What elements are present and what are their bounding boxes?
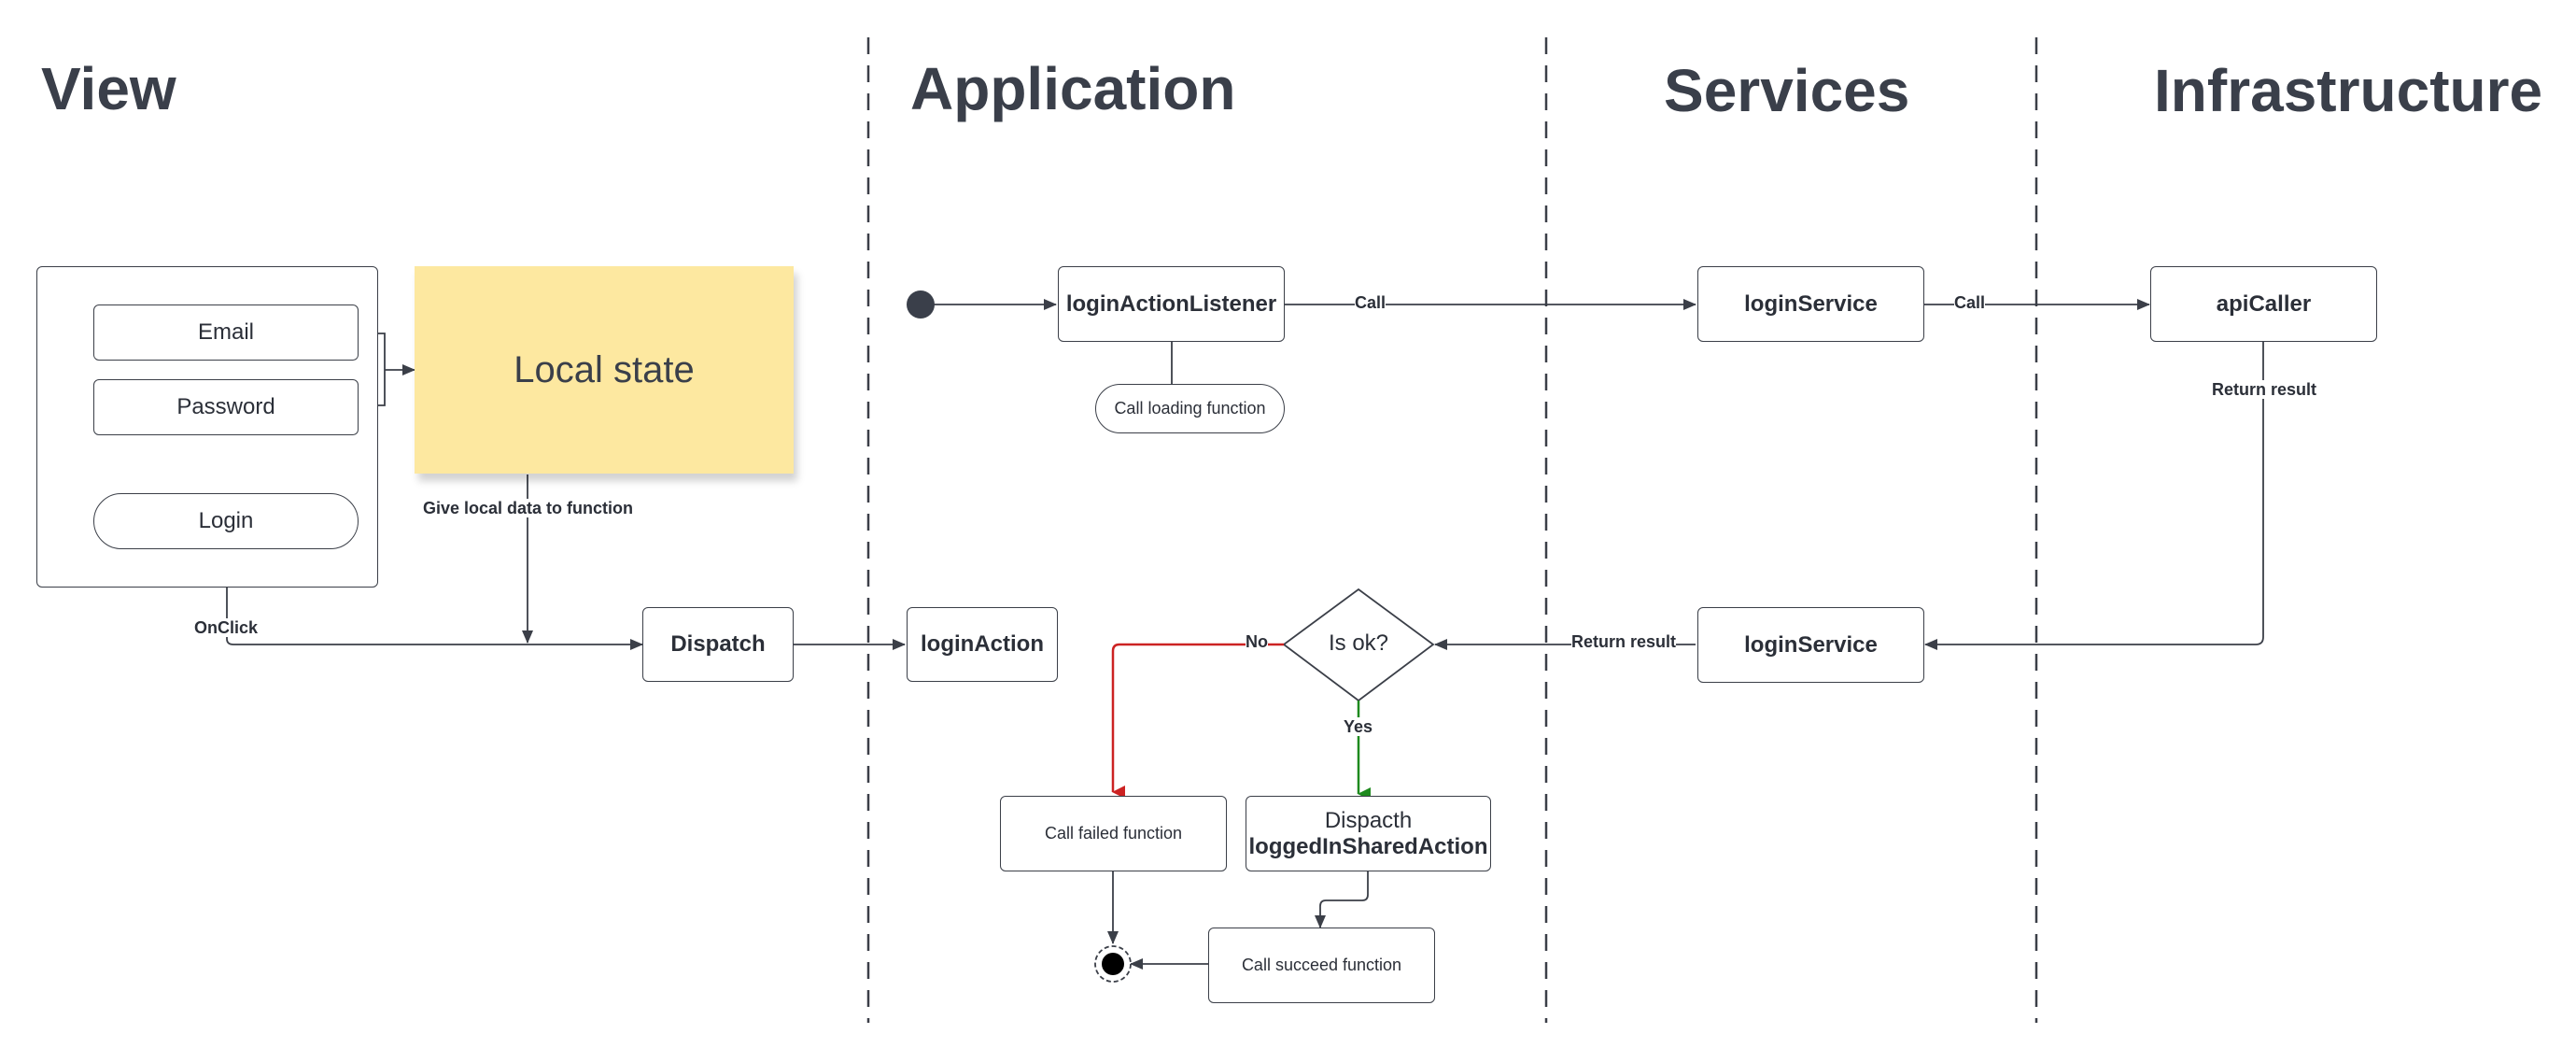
login-action-box: loginAction xyxy=(907,607,1058,682)
email-field: Email xyxy=(93,304,359,361)
call-succeed-box: Call succeed function xyxy=(1208,928,1435,1003)
dispatch-box: Dispatch xyxy=(642,607,794,682)
no-label: No xyxy=(1246,632,1268,651)
api-caller-box: apiCaller xyxy=(2150,266,2377,342)
call-failed-box: Call failed function xyxy=(1000,796,1227,871)
dispatch-logged-in-line1: Dispacth xyxy=(1324,807,1413,833)
onclick-label: OnClick xyxy=(194,618,259,637)
login-button: Login xyxy=(93,493,359,549)
login-action-listener-box: loginActionListener xyxy=(1058,266,1285,342)
call-loading-pill: Call loading function xyxy=(1095,384,1285,433)
call-label-1: Call xyxy=(1355,293,1387,312)
start-node xyxy=(907,290,935,319)
lane-title-infrastructure: Infrastructure xyxy=(2154,57,2543,124)
dispatch-logged-in-box: Dispacth loggedInSharedAction xyxy=(1246,796,1491,871)
give-local-data-label: Give local data to function xyxy=(423,499,634,517)
login-service-top-box: loginService xyxy=(1697,266,1924,342)
call-label-2: Call xyxy=(1954,293,1986,312)
lane-title-view: View xyxy=(41,55,176,122)
api-to-service-line xyxy=(1924,341,2264,650)
end-node-dot xyxy=(1102,953,1124,975)
return-result-label-services: Return result xyxy=(1571,632,1677,651)
lane-title-services: Services xyxy=(1664,57,1910,124)
dispatch-to-succeed-line xyxy=(1315,871,1369,928)
local-state-note: Local state xyxy=(415,266,794,474)
no-branch-line xyxy=(1111,643,1284,799)
yes-label: Yes xyxy=(1344,717,1373,736)
return-result-label-infra: Return result xyxy=(2212,380,2317,399)
decision-label: Is ok? xyxy=(1328,630,1389,656)
password-field: Password xyxy=(93,379,359,435)
dispatch-logged-in-line2: loggedInSharedAction xyxy=(1248,833,1488,859)
login-to-dispatch-line xyxy=(226,551,643,650)
login-service-bottom-box: loginService xyxy=(1697,607,1924,683)
lane-title-application: Application xyxy=(910,55,1236,122)
